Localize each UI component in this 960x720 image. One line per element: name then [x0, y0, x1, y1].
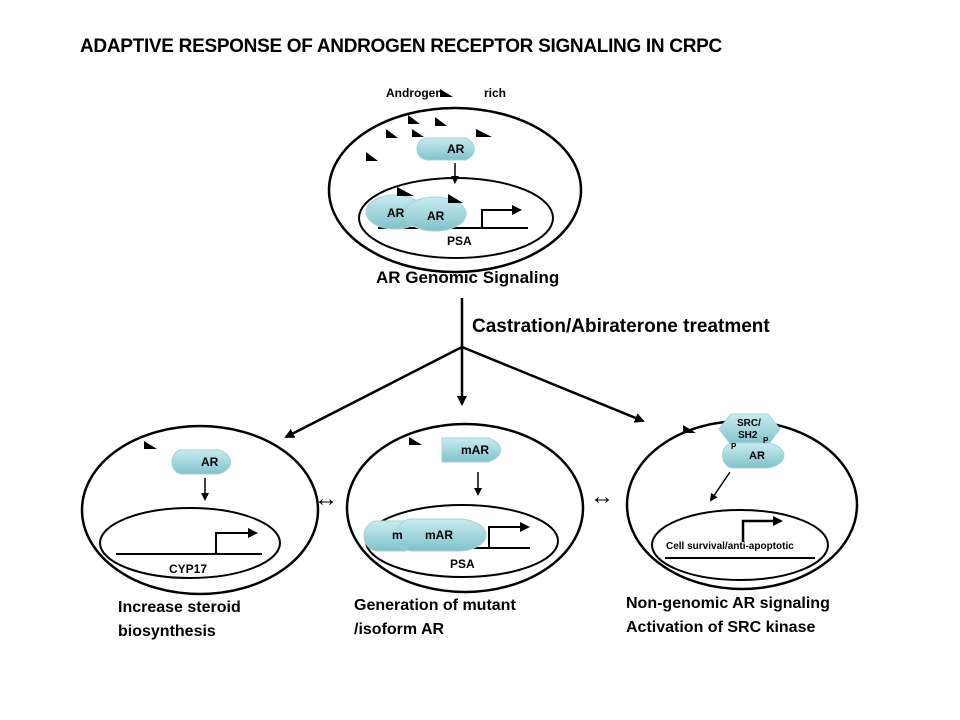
- promoter-arrow: [481, 205, 522, 228]
- right-caption-line2: Activation of SRC kinase: [626, 619, 816, 636]
- cell-survival-gene-label: Cell survival/anti-apoptotic: [666, 541, 794, 552]
- phospho-left-label: P: [731, 442, 737, 451]
- right-caption-line1: Non-genomic AR signaling: [626, 595, 830, 612]
- androgen-triangle: [408, 115, 420, 124]
- ar-dimer-right-shape: [403, 196, 467, 232]
- ar-dimer-right-label: AR: [427, 209, 445, 223]
- promoter-arrow: [741, 516, 783, 542]
- signal-arrow: [709, 471, 731, 502]
- left-cell-nucleus: [99, 507, 281, 579]
- androgen-triangle: [397, 187, 414, 196]
- phospho-right-label: P: [763, 436, 769, 445]
- ar-genomic-signaling-caption: AR Genomic Signaling: [376, 268, 560, 287]
- ar-receptor-shape: [171, 449, 232, 475]
- diagram-title: ADAPTIVE RESPONSE OF ANDROGEN RECEPTOR S…: [80, 36, 722, 57]
- ar-receptor-shape: [416, 137, 475, 161]
- androgen-triangle: [409, 437, 422, 445]
- ar-label: AR: [749, 450, 765, 462]
- treatment-arrows: [284, 298, 645, 439]
- ar-receptor-shape: [722, 442, 785, 469]
- ar-label: AR: [201, 455, 219, 469]
- mutant-dimer-left-label: m: [392, 528, 403, 542]
- mutant-ar-shape: [441, 437, 502, 463]
- androgen-legend-triangle: [440, 89, 453, 97]
- androgen-triangle: [144, 441, 157, 449]
- left-caption-line1: Increase steroid: [118, 599, 241, 616]
- promoter-arrow: [488, 522, 530, 548]
- androgen-legend-label: Androgen: [386, 86, 443, 100]
- arrow-to-left-cell: [284, 345, 463, 439]
- androgen-triangle: [366, 152, 378, 161]
- middle-cell-membrane: [345, 422, 585, 594]
- psa-gene-label: PSA: [450, 557, 475, 571]
- left-right-arrow-icon: ↔: [590, 483, 614, 510]
- androgen-triangle: [683, 425, 696, 433]
- psa-gene-label: PSA: [447, 234, 472, 248]
- left-right-arrow-icon: ↔: [314, 485, 338, 512]
- right-cell-nucleus: [651, 509, 829, 581]
- left-cell-membrane: [80, 424, 320, 596]
- androgen-triangle: [435, 117, 447, 126]
- androgen-triangle: [386, 129, 398, 138]
- middle-caption-line1: Generation of mutant: [354, 597, 516, 614]
- right-cell: [625, 413, 859, 591]
- cyp17-gene-label: CYP17: [169, 562, 208, 576]
- middle-caption-line2: /isoform AR: [354, 621, 445, 638]
- promoter-arrow: [215, 528, 258, 554]
- mutant-dimer-right-label: mAR: [425, 528, 454, 542]
- sh2-label: SH2: [738, 430, 758, 441]
- top-cell-membrane: [327, 106, 583, 274]
- left-caption-line2: biosynthesis: [118, 623, 216, 640]
- mutant-dimer-right-shape: [395, 518, 487, 552]
- left-cell: [80, 424, 320, 596]
- ar-label: AR: [447, 142, 465, 156]
- middle-cell: [345, 422, 585, 594]
- treatment-label: Castration/Abiraterone treatment: [472, 316, 770, 337]
- arrow-to-right-cell: [461, 345, 645, 423]
- mutant-ar-label: mAR: [461, 443, 490, 457]
- mutant-dimer-left-shape: [363, 520, 407, 552]
- rich-legend-label: rich: [484, 86, 507, 100]
- androgen-triangle: [412, 129, 424, 137]
- src-label: SRC/: [737, 418, 761, 429]
- androgen-triangle: [448, 194, 463, 203]
- androgen-triangle: [476, 129, 492, 137]
- top-cell: [327, 89, 583, 274]
- ar-dimer-left-label: AR: [387, 206, 405, 220]
